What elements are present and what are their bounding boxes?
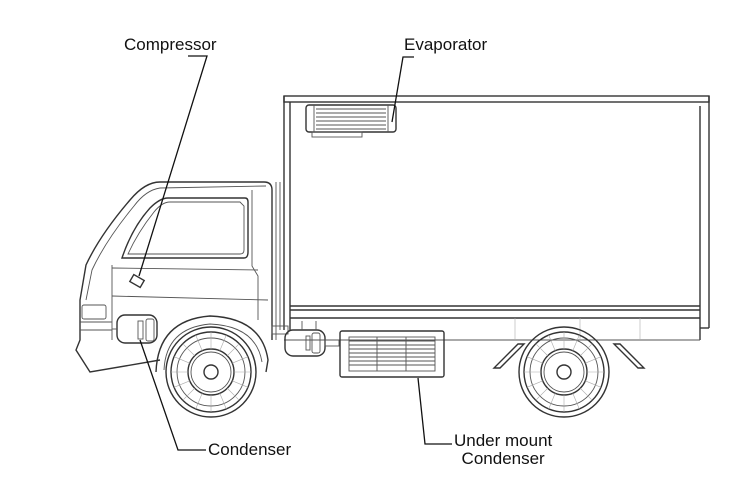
wheel-spoke [526,380,543,388]
compressor-leader-line [138,55,208,277]
wheel-spoke [227,388,240,401]
condenser-unit [112,314,158,344]
wheel-spoke [219,393,227,410]
truck-cab [75,181,289,373]
rear-wheel [518,326,610,418]
wheel-spoke [526,356,543,364]
wheel-spoke [580,388,593,401]
wheel-spoke [572,393,580,410]
wheel-spoke [173,380,190,388]
mudflap-rear [612,343,646,369]
wheel-spoke [548,334,556,351]
evaporator-leader-line [391,56,414,123]
under-mount-condenser-leader-line [417,377,452,445]
wheel-spoke [173,356,190,364]
under-mount-label-line1: Under mount [454,431,553,450]
wheel-spoke [548,393,556,410]
wheel-spoke [585,380,602,388]
cargo-box [283,95,710,341]
mudflap-front [492,343,526,369]
wheel-spoke [232,380,249,388]
wheel-spoke [535,343,548,356]
wheel-spoke [535,388,548,401]
wheel-spoke [182,388,195,401]
wheel-spoke [232,356,249,364]
wheel-spoke [585,356,602,364]
drive-unit [284,321,340,357]
evaporator-label: Evaporator [404,35,488,54]
condenser-label: Condenser [208,440,292,459]
under-mount-condenser-label: Under mount Condenser [454,432,552,468]
condenser-leader-line [139,339,206,451]
wheel-spoke [227,343,240,356]
compressor-label: Compressor [124,35,217,54]
wheel-spoke [580,343,593,356]
wheel-spoke [195,334,203,351]
front-wheel [165,326,257,418]
evaporator-unit [305,104,397,138]
wheel-spoke [219,334,227,351]
under-mount-condenser-unit [339,330,445,378]
compressor-part [128,273,146,289]
wheel-spoke [195,393,203,410]
wheel-spoke [182,343,195,356]
wheel-spoke [572,334,580,351]
under-mount-label-line2: Condenser [461,449,545,468]
